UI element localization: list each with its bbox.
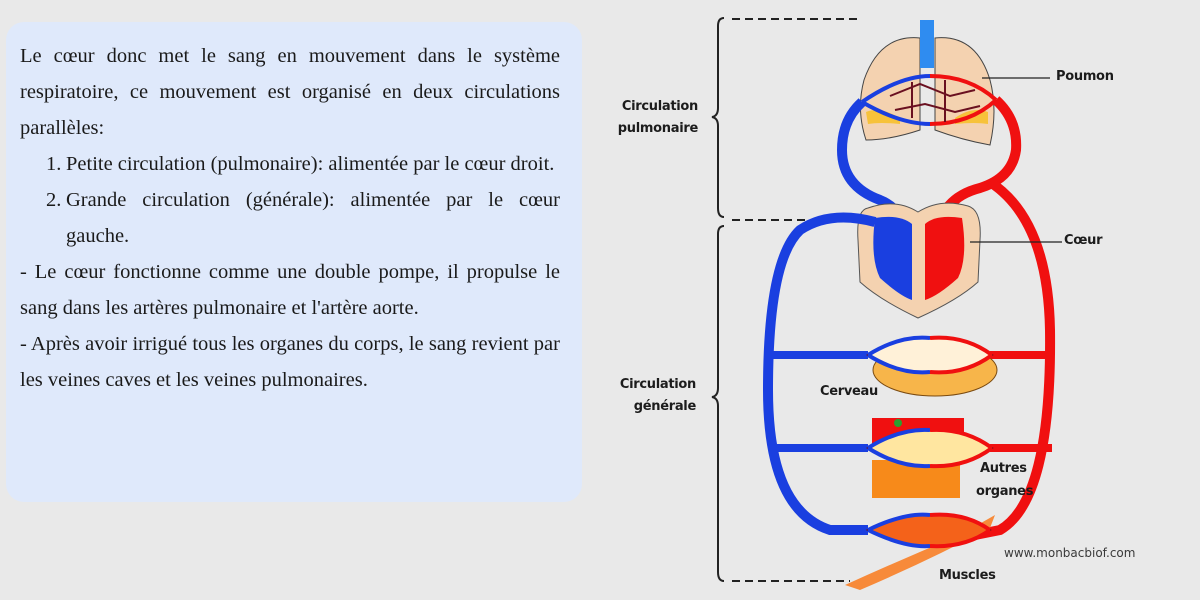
return-paragraph: - Après avoir irrigué tous les organes d… <box>20 333 560 391</box>
bracket-systemic <box>711 225 850 582</box>
brain-icon <box>866 335 998 397</box>
label-coeur: Cœur <box>1064 233 1103 248</box>
intro-paragraph: Le cœur donc met le sang en mouvement da… <box>20 45 560 139</box>
bracket-label-line1: Circulation <box>621 99 698 114</box>
list-item: 1. Petite circulation (pulmonaire): alim… <box>46 146 560 182</box>
pump-paragraph: - Le cœur fonctionne comme une double po… <box>20 261 560 319</box>
list-number: 1. <box>46 153 62 175</box>
circulation-diagram <box>711 17 1062 590</box>
arterial-branches <box>990 351 1052 452</box>
label-circulation-pulmonaire: Circulation pulmonaire <box>606 96 699 140</box>
lungs-icon <box>860 20 995 146</box>
label-muscles: Muscles <box>939 568 996 583</box>
bracket-label-line2: générale <box>633 399 697 414</box>
label-circulation-generale: Circulation générale <box>606 374 696 418</box>
venous-branches <box>770 351 868 452</box>
watermark: www.monbacbiof.com <box>1004 546 1136 560</box>
bracket-pulmonary <box>711 17 860 221</box>
list-text: Petite circulation (pulmonaire): aliment… <box>66 153 555 175</box>
aorta <box>974 177 1056 540</box>
label-cerveau: Cerveau <box>820 384 878 399</box>
lung-capillaries <box>860 74 998 126</box>
list-text: Grande circulation (générale): alimentée… <box>66 189 560 247</box>
list-number: 2. <box>46 189 62 211</box>
bracket-label-line2: pulmonaire <box>617 121 699 136</box>
label-autres: Autres <box>980 461 1027 476</box>
list-item: 2. Grande circulation (générale): alimen… <box>46 182 560 254</box>
bracket-label-line1: Circulation <box>619 377 696 392</box>
explanation-card: Le cœur donc met le sang en mouvement da… <box>6 22 582 502</box>
heart-icon <box>857 202 981 319</box>
organs-icon <box>866 418 994 498</box>
label-poumon: Poumon <box>1056 69 1114 84</box>
vena-cava <box>762 212 877 535</box>
circulation-list: 1. Petite circulation (pulmonaire): alim… <box>20 146 560 254</box>
muscles-icon <box>845 512 995 590</box>
label-organes: organes <box>976 484 1034 499</box>
